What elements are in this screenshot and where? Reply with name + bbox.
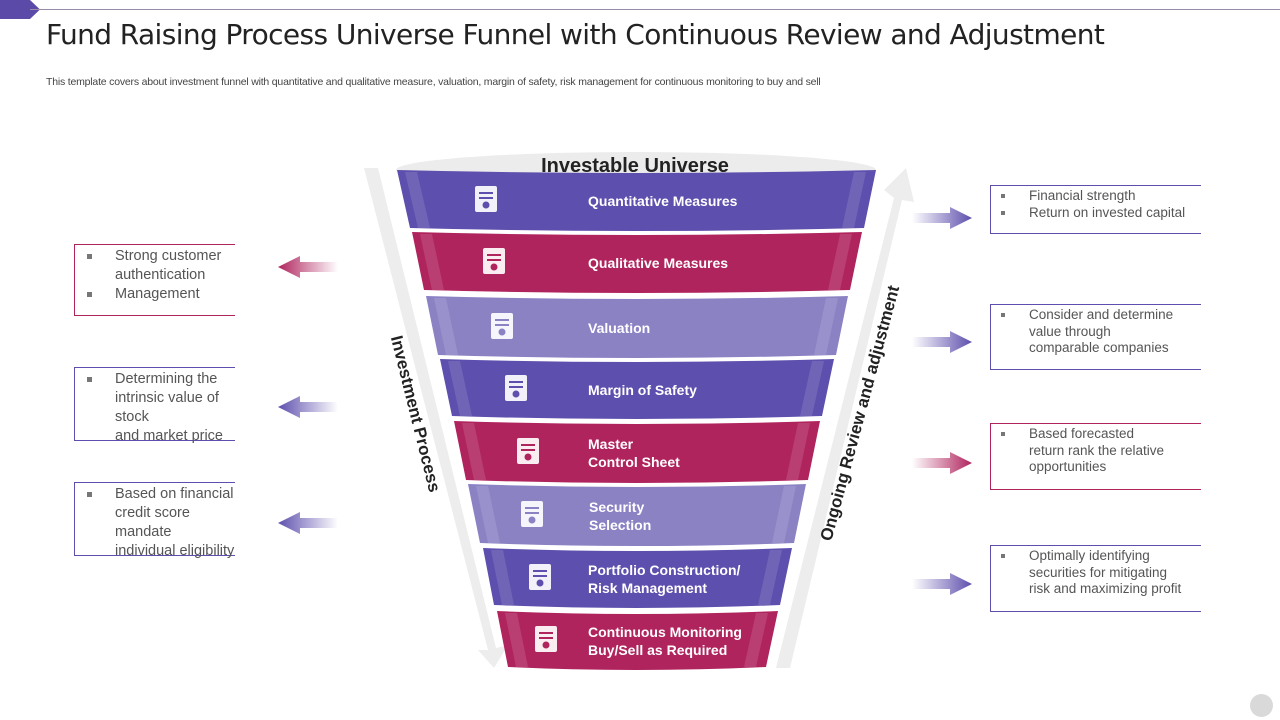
funnel-stage-label: Quantitative Measures [588, 192, 737, 210]
band-highlight [420, 234, 444, 290]
funnel-stage-label: Qualitative Measures [588, 254, 728, 272]
stage-label-line: Qualitative Measures [588, 255, 729, 271]
stage-label-line: Master [588, 435, 634, 452]
note-line: opportunities [1029, 459, 1107, 474]
note-line: Based on financial [75, 485, 235, 504]
funnel-stage-label: Margin of Safety [588, 381, 697, 399]
stage-label-line: Control Sheet [588, 453, 680, 470]
page-title: Fund Raising Process Universe Funnel wit… [46, 18, 1105, 51]
left-arrow-icon [278, 254, 338, 285]
moneybag-umbrella-gear-icon [524, 560, 558, 599]
band-highlight [448, 361, 472, 416]
funnel-stage-band [397, 170, 876, 231]
left-arrow-icon [278, 510, 338, 541]
note-line: authentication [115, 267, 206, 283]
note-line: value through [1029, 323, 1111, 339]
band-highlight [505, 613, 528, 667]
slide-tab-marker [0, 0, 40, 19]
funnel-stage-band [454, 421, 820, 483]
investable-universe-label: Investable Universe [541, 155, 729, 177]
funnel-stage-label: Portfolio Construction/Risk Management [588, 561, 740, 597]
band-highlight [434, 298, 458, 355]
band-highlight [476, 486, 500, 543]
band-highlight [842, 172, 866, 228]
note-line: Management [75, 285, 235, 304]
stage-label-line: Buy/Sell as Required [588, 642, 728, 658]
note-line: risk and maximizing profit [1029, 581, 1182, 596]
funnel-stage-band [426, 296, 848, 358]
stage-label-line: Security [589, 498, 645, 515]
band-highlight [800, 361, 824, 416]
note-line: intrinsic value of stock [115, 390, 219, 425]
band-highlight [462, 423, 486, 480]
band-highlight [828, 234, 852, 290]
note-line: Consider and determine [991, 307, 1201, 324]
note-line: Financial strength [991, 188, 1201, 205]
funnel-stage-band [468, 484, 806, 546]
band-highlight [758, 550, 782, 605]
navigation-dot[interactable] [1250, 694, 1273, 717]
documents-dollar-icon [486, 309, 520, 348]
note-line: and market price [115, 428, 223, 444]
band-highlight [491, 550, 514, 605]
funnel-stage-label: Valuation [588, 319, 650, 337]
magnifier-chart-icon [470, 182, 504, 221]
right-arrow-icon [912, 450, 972, 481]
note-line: Strong customer [75, 247, 235, 266]
checklist-document-icon [512, 434, 546, 473]
note-line: credit score mandate [115, 505, 190, 540]
funnel-stage-band [483, 548, 792, 608]
ongoing-review-arrow [776, 168, 914, 668]
stage-label-line: Valuation [588, 319, 651, 336]
funnel-stage-band [440, 359, 834, 419]
page-subtitle: This template covers about investment fu… [46, 76, 821, 88]
note-line: individual eligibility [115, 543, 235, 559]
header-divider [30, 9, 1280, 10]
stage-label-line: Risk Management [588, 579, 708, 596]
band-highlight [814, 298, 838, 355]
right-arrow-icon [912, 571, 972, 602]
band-highlight [405, 172, 430, 228]
notebook-pie-chart-icon [478, 244, 512, 283]
note-line: Based forecasted [991, 426, 1201, 443]
note-line: return rank the relative [1029, 442, 1165, 458]
funnel-stage-band [497, 611, 778, 670]
note-line: Optimally identifying [991, 548, 1201, 565]
funnel-stage-band [412, 232, 862, 293]
stage-label-line: Margin of Safety [588, 381, 697, 398]
band-highlight [786, 423, 810, 480]
band-highlight [744, 613, 768, 667]
note-line: Determining the [75, 370, 235, 389]
stage-label-line: Quantitative Measures [588, 193, 738, 209]
stage-label-line: Portfolio Construction/ [588, 561, 741, 578]
gear-lock-icon [516, 497, 550, 536]
note-line: comparable companies [1029, 340, 1169, 355]
note-line: Return on invested capital [991, 205, 1201, 222]
stage-label-line: Selection [589, 516, 652, 533]
right-arrow-icon [912, 329, 972, 360]
investment-process-arrow [364, 168, 508, 668]
stage-label-line: Continuous Monitoring [588, 624, 742, 640]
right-arrow-icon [912, 205, 972, 236]
left-arrow-icon [278, 394, 338, 425]
laptop-growth-dollar-icon [500, 371, 534, 410]
note-line: securities for mitigating [1029, 564, 1168, 580]
coins-hierarchy-icon [530, 622, 564, 661]
band-highlight [772, 486, 796, 543]
